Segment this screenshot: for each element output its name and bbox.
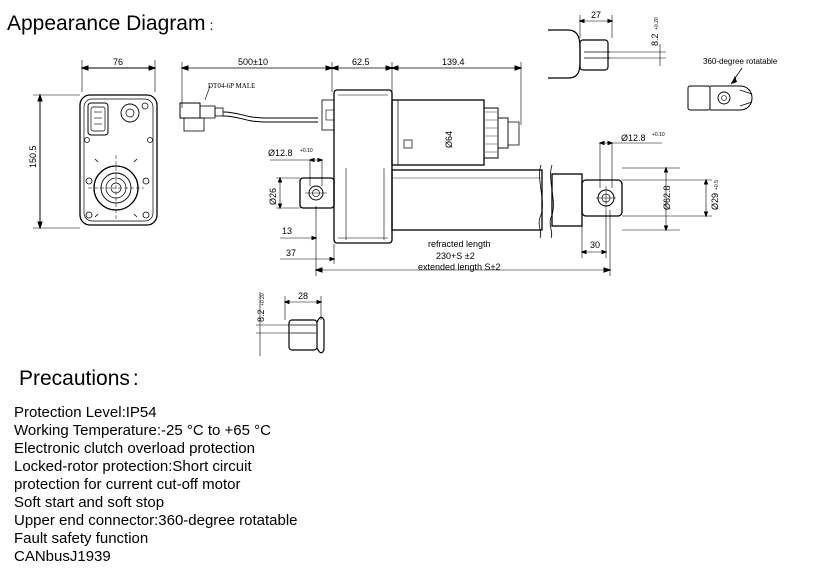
dim-slot-bottom: 8.2 <box>256 309 266 322</box>
top-end-detail: 27 8.2 +0.20 <box>548 10 666 79</box>
spec-item: Protection Level:IP54 <box>14 404 157 421</box>
precautions-heading: Precautions: <box>19 367 139 391</box>
dim-slot-top: 8.2 <box>650 33 660 46</box>
dim-29-tol: +0.5 <box>714 180 720 190</box>
dim-37: 37 <box>286 248 296 258</box>
dim-139-4: 139.4 <box>442 57 465 67</box>
spec-item: Upper end connector:360-degree rotatable <box>14 512 298 529</box>
rotatable-label: 360-degree rotatable <box>703 57 778 66</box>
spec-item: Electronic clutch overload protection <box>14 440 255 457</box>
dim-hole-rear-tol: +0.10 <box>300 148 313 154</box>
spec-item: CANbusJ1939 <box>14 548 111 565</box>
appearance-title: Appearance Diagram <box>7 12 206 35</box>
spec-item: Working Temperature:-25 °C to +65 °C <box>14 422 271 439</box>
refracted-value: 230+S ±2 <box>436 251 475 261</box>
dim-slot-top-tol: +0.20 <box>654 17 660 30</box>
actuator-side-view: 500±10 62.5 139.4 DT04-6P MALE Ø64 <box>179 57 720 276</box>
dim-hole-rear: Ø12.8 <box>268 148 293 158</box>
dim-76: 76 <box>113 57 123 67</box>
appearance-heading: Appearance Diagram: <box>7 12 213 36</box>
dim-27: 27 <box>591 10 601 20</box>
dim-cable-length: 500±10 <box>238 57 268 67</box>
dim-28: 28 <box>298 291 308 301</box>
dim-29: Ø29 <box>710 193 720 210</box>
refracted-label: refracted length <box>428 239 491 249</box>
dim-150-5: 150.5 <box>28 145 38 168</box>
connector-label: DT04-6P MALE <box>208 82 255 90</box>
dim-hole-front-tol: +0.10 <box>652 132 665 138</box>
dim-13: 13 <box>282 226 292 236</box>
spec-item: Locked-rotor protection:Short circuit <box>14 458 252 475</box>
end-view: 76 150.5 <box>28 57 158 230</box>
dim-62-5: 62.5 <box>352 57 370 67</box>
bottom-end-detail: 28 8.2 +0.20 <box>256 291 325 356</box>
rotatable-detail: 360-degree rotatable <box>687 57 778 111</box>
spec-item: protection for current cut-off motor <box>14 476 241 493</box>
appearance-colon: : <box>209 17 214 33</box>
dim-64: Ø64 <box>444 131 454 148</box>
dim-hole-front: Ø12.8 <box>621 133 646 143</box>
spec-item: Fault safety function <box>14 530 149 547</box>
precautions-colon: : <box>132 367 139 390</box>
spec-list: Protection Level:IP54 Working Temperatur… <box>14 404 298 566</box>
dim-slot-bottom-tol: +0.20 <box>260 293 266 306</box>
dim-62-8: Ø62.8 <box>662 185 672 210</box>
extended-label: extended length S±2 <box>418 262 501 272</box>
precautions-title: Precautions <box>19 367 130 390</box>
dim-30: 30 <box>590 240 600 250</box>
spec-item: Soft start and soft stop <box>14 494 165 511</box>
dim-26: Ø26 <box>268 188 278 205</box>
